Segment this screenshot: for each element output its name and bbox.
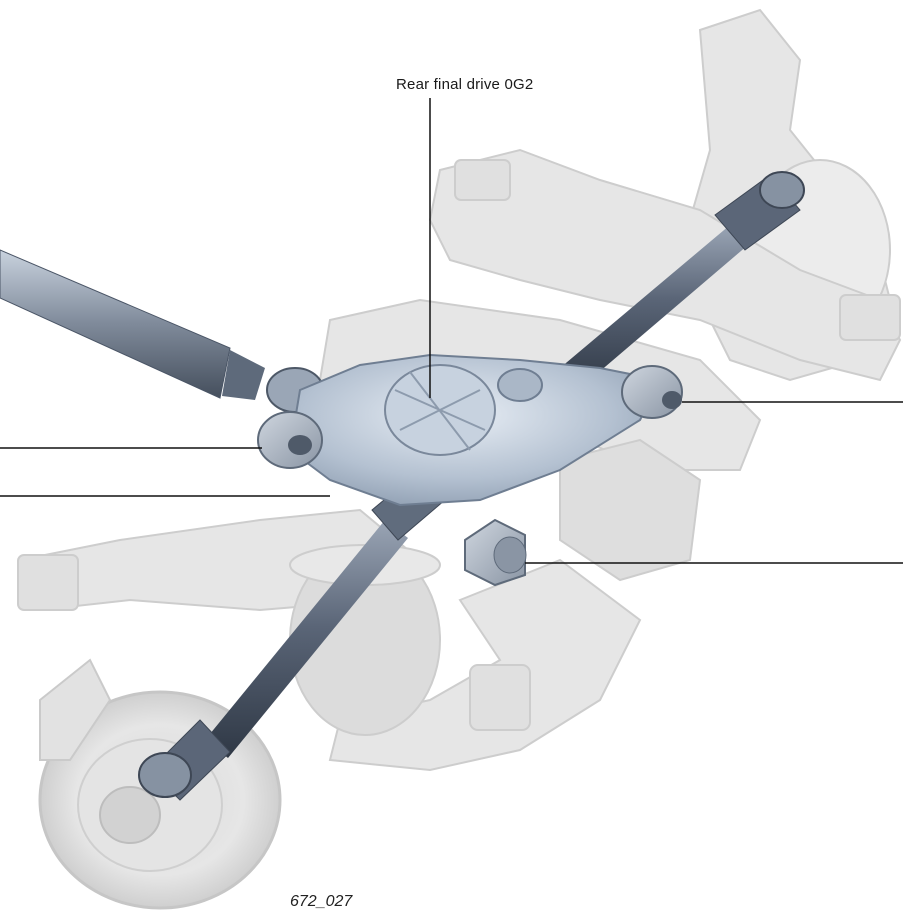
rear-final-drive-housing (257, 353, 683, 587)
drive-shaft-right (560, 171, 805, 390)
leader-lines (0, 98, 903, 564)
subframe (17, 8, 902, 772)
figure-number: 672_027 (290, 893, 353, 910)
propeller-shaft (0, 249, 324, 413)
rear-final-drive-label: Rear final drive 0G2 (396, 76, 534, 93)
